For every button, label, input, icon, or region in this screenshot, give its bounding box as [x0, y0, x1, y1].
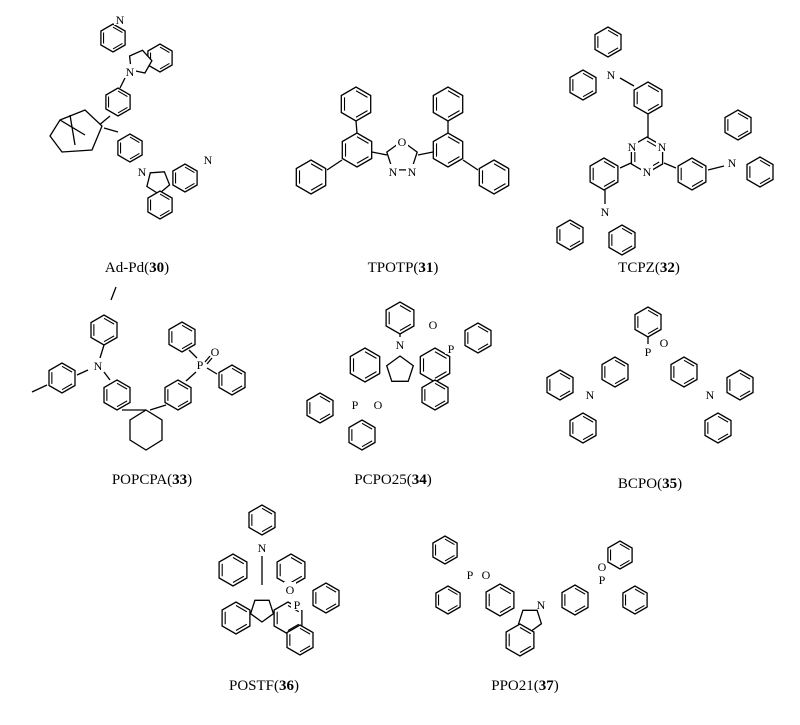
- phosphorus-p: P: [645, 345, 652, 359]
- compound-number: 33: [172, 472, 187, 488]
- carbazole-n-bottom: N: [601, 205, 610, 219]
- oxide-o: O: [286, 583, 295, 597]
- structure-popcpa: N PO: [31, 286, 246, 451]
- compound-label-32: TCPZ(32): [618, 260, 680, 276]
- oxide-o-lower: O: [374, 398, 383, 412]
- triazine-n: N: [643, 165, 652, 179]
- compound-name: POSTF(: [229, 678, 279, 694]
- carbazole-n-left: N: [586, 388, 595, 402]
- compound-number: 37: [539, 678, 555, 694]
- compound-name: TPOTP(: [368, 260, 419, 276]
- compound-name: POPCPA(: [112, 472, 172, 488]
- phosphorus-p-left: P: [467, 568, 474, 582]
- structure-ad-pd: N N N N: [49, 12, 214, 220]
- oxide-o: O: [211, 345, 220, 359]
- compound-label-36: POSTF(36): [229, 678, 299, 694]
- pyridine-n: N: [116, 13, 125, 27]
- carbazole-n-right: N: [728, 156, 737, 170]
- compound-label-34: PCPO25(34): [354, 472, 432, 488]
- compound-label-35: BCPO(35): [618, 476, 682, 492]
- compound-number: 34: [412, 472, 428, 488]
- phosphorus-p-right: P: [599, 573, 606, 587]
- phosphorus-p-lower: P: [352, 398, 359, 412]
- phosphorus-p: P: [197, 358, 204, 372]
- carbazole-n: N: [537, 598, 546, 612]
- compound-number: 30: [149, 260, 164, 276]
- oxide-o: O: [660, 336, 669, 350]
- carbazole-n: N: [396, 338, 405, 352]
- compound-name: PPO21(: [491, 678, 539, 694]
- compound-number: 31: [418, 260, 433, 276]
- carbazole-n-top: N: [607, 68, 616, 82]
- compound-name: TCPZ(: [618, 260, 660, 276]
- oxide-o-left: O: [482, 568, 491, 582]
- structure-postf: N PO: [218, 504, 340, 656]
- acridine-n: N: [258, 541, 267, 555]
- compound-name: BCPO(: [618, 476, 662, 492]
- oxadiazole-o: O: [398, 135, 407, 149]
- carbazole-n-right: N: [706, 388, 715, 402]
- compound-number: 35: [662, 476, 677, 492]
- triazine-n: N: [658, 140, 667, 154]
- compound-label-33: POPCPA(33): [112, 472, 192, 488]
- compound-name: Ad-Pd(: [105, 260, 149, 276]
- compound-number: 36: [279, 678, 295, 694]
- compound-label-30: Ad-Pd(30): [105, 260, 169, 276]
- pyridine-n: N: [204, 153, 213, 167]
- phosphorus-p: P: [294, 598, 301, 612]
- triazine-n: N: [628, 140, 637, 154]
- compound-label-37: PPO21(37): [491, 678, 559, 694]
- structure-bcpo: PO N N: [546, 306, 754, 444]
- compound-labels: Ad-Pd(30) TPOTP(31) TCPZ(32) POPCPA(33) PCPO…: [105, 260, 682, 694]
- compound-label-31: TPOTP(31): [368, 260, 439, 276]
- compound-number: 32: [660, 260, 675, 276]
- oxadiazole-n: N: [389, 165, 398, 179]
- phosphorus-p-upper: P: [448, 342, 455, 356]
- carbazole-n: N: [126, 65, 135, 79]
- oxadiazole-n: N: [408, 165, 417, 179]
- oxide-o-right: O: [598, 560, 607, 574]
- amine-n: N: [94, 359, 103, 373]
- oxide-o-upper: O: [429, 318, 438, 332]
- compound-name: PCPO25(: [354, 472, 412, 488]
- carbazole-n: N: [138, 165, 147, 179]
